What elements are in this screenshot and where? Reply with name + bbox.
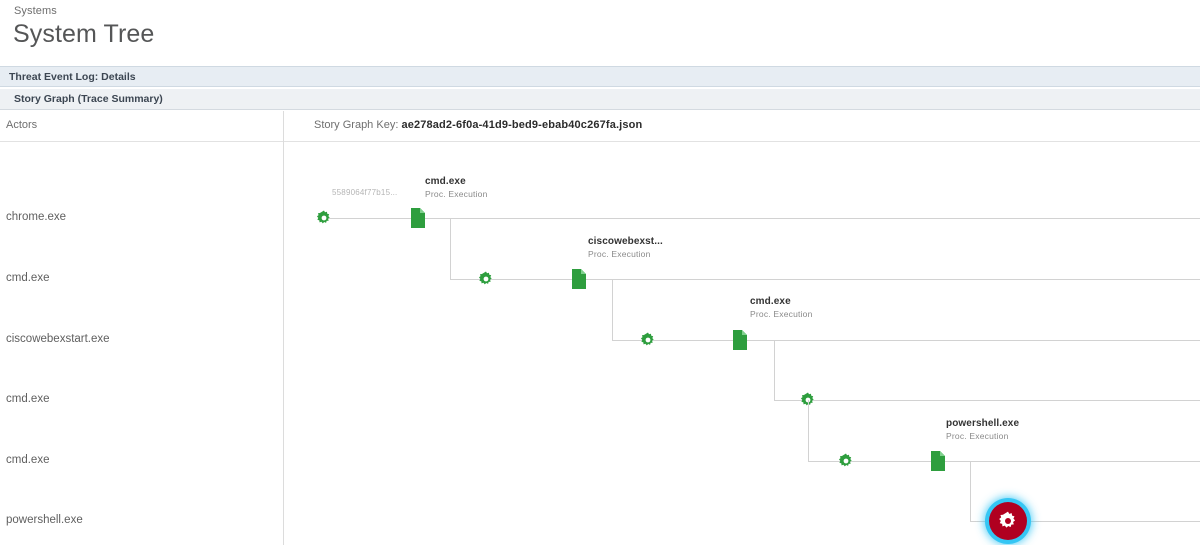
threat-event-log-band[interactable]: Threat Event Log: Details <box>0 66 1200 87</box>
story-graph-key: Story Graph Key: ae278ad2-6f0a-41d9-bed9… <box>314 119 642 131</box>
gear-icon <box>316 210 332 226</box>
actor-row[interactable]: chrome.exe <box>6 211 66 223</box>
edge-hash-label: 5589064f77b15... <box>332 188 398 197</box>
node-label-subtitle: Proc. Execution <box>946 431 1009 441</box>
actor-label: cmd.exe <box>6 393 50 405</box>
graph-edge-horizontal <box>846 461 1200 462</box>
file-icon <box>733 330 747 350</box>
node-label-subtitle: Proc. Execution <box>588 249 651 259</box>
actor-label: cmd.exe <box>6 454 50 466</box>
node-label-title: ciscowebexst... <box>588 236 663 247</box>
actors-column-header: Actors <box>6 119 38 131</box>
story-graph-key-label: Story Graph Key: <box>314 119 399 131</box>
graph-edge-horizontal <box>1008 521 1200 522</box>
story-graph-label: Story Graph (Trace Summary) <box>14 93 163 105</box>
actor-row[interactable]: cmd.exe <box>6 393 49 405</box>
selected-gear-icon <box>989 502 1027 540</box>
column-divider <box>283 111 284 545</box>
actors-list: chrome.exe cmd.exe ciscowebexstart.exe cmd.… <box>0 141 283 545</box>
node-label: ciscowebexst... Proc. Execution <box>588 236 663 259</box>
actor-row[interactable]: cmd.exe <box>6 454 49 466</box>
graph-edge-horizontal <box>774 400 808 401</box>
actor-label: powershell.exe <box>6 514 83 526</box>
graph-edge-vertical <box>970 461 971 521</box>
actor-label: cmd.exe <box>6 272 50 284</box>
actor-row[interactable]: cmd.exe <box>6 272 49 284</box>
graph-edge-horizontal <box>808 400 1200 401</box>
actor-row[interactable]: ciscowebexstart.exe <box>6 333 110 345</box>
graph-edge-vertical <box>450 218 451 279</box>
column-header-row: Actors Story Graph Key: ae278ad2-6f0a-41… <box>0 111 1200 142</box>
graph-edge-horizontal <box>612 340 648 341</box>
actor-label: ciscowebexstart.exe <box>6 333 110 345</box>
file-icon <box>572 269 586 289</box>
graph-edge-vertical <box>774 340 775 400</box>
graph-edge-horizontal <box>324 218 1200 219</box>
breadcrumb[interactable]: Systems <box>14 5 57 17</box>
story-graph-key-value[interactable]: ae278ad2-6f0a-41d9-bed9-ebab40c267fa.jso… <box>401 119 643 131</box>
threat-event-log-label: Threat Event Log: Details <box>9 70 136 83</box>
node-label-subtitle: Proc. Execution <box>425 189 488 199</box>
gear-icon <box>838 453 854 469</box>
node-label-title: cmd.exe <box>425 176 466 187</box>
gear-icon <box>800 392 816 408</box>
graph-edge-horizontal <box>808 461 846 462</box>
page-header: Systems System Tree <box>0 0 1200 64</box>
graph-edge-horizontal <box>450 279 486 280</box>
gear-icon <box>640 332 656 348</box>
actor-row[interactable]: powershell.exe <box>6 514 83 526</box>
file-icon <box>931 451 945 471</box>
node-label-title: powershell.exe <box>946 418 1020 429</box>
node-label-subtitle: Proc. Execution <box>750 309 813 319</box>
graph-edge-vertical <box>612 279 613 340</box>
actor-label: chrome.exe <box>6 211 67 223</box>
gear-icon <box>478 271 494 287</box>
graph-edge-vertical <box>808 400 809 461</box>
node-label-title: cmd.exe <box>750 296 791 307</box>
story-graph-band[interactable]: Story Graph (Trace Summary) <box>0 89 1200 110</box>
file-icon <box>411 208 425 228</box>
graph-edge-horizontal <box>648 340 1200 341</box>
graph-edge-horizontal <box>486 279 1200 280</box>
page-title: System Tree <box>13 20 155 48</box>
